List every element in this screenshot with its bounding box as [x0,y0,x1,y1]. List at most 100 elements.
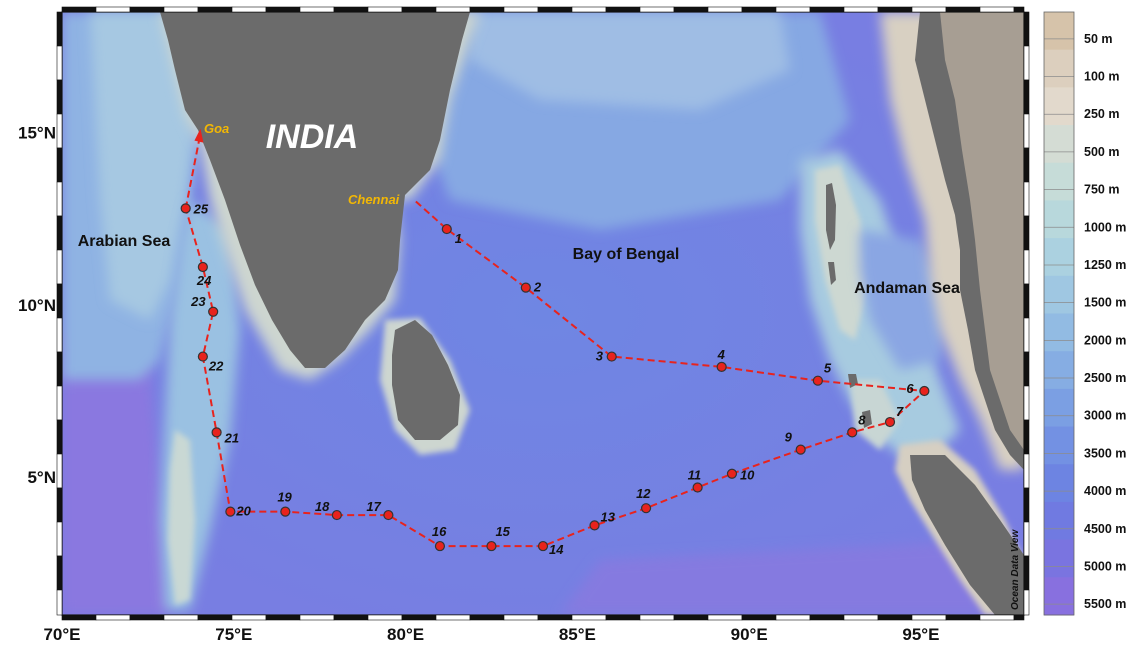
frame-tick-top [163,6,199,13]
station-marker[interactable] [919,385,930,397]
station-marker[interactable] [331,509,342,521]
lon-tick-label: 95°E [902,625,939,644]
frame-tick-top [333,6,369,13]
station-label: 5 [824,361,832,376]
frame-tick-left [56,11,63,47]
station-marker[interactable] [640,503,652,514]
station-marker[interactable] [726,468,738,479]
legend-label: 4500 m [1084,522,1126,536]
station-marker[interactable] [589,520,600,531]
station-label: 2 [533,280,542,295]
andaman-sea-basin [860,230,950,370]
frame-tick-right [1023,113,1030,149]
station-marker[interactable] [197,261,208,273]
station-marker[interactable] [280,506,291,517]
frame-tick-bottom [571,614,607,621]
frame-tick-left [56,419,63,455]
station-marker[interactable] [434,540,446,552]
frame-tick-right [1023,453,1030,489]
frame-tick-left [56,589,63,616]
station-label: 20 [235,504,251,519]
station-marker[interactable] [208,306,219,317]
frame-tick-right [1023,11,1030,47]
station-marker[interactable] [795,444,806,455]
frame-tick-bottom [231,614,267,621]
frame-tick-right [1023,79,1030,115]
port-label-chennai: Chennai [348,192,400,207]
station-marker[interactable] [847,427,858,438]
station-label: 4 [717,347,726,362]
frame-tick-left [56,215,63,251]
legend-label: 5500 m [1084,597,1126,611]
frame-tick-right [1023,521,1030,557]
legend-label: 500 m [1084,145,1119,159]
station-label: 7 [896,404,904,419]
cruise-track [184,200,927,548]
lon-tick-label: 75°E [215,625,252,644]
frame-tick-left [56,79,63,115]
frame-tick-top [435,6,471,13]
nicobar-shelf [850,380,900,450]
ocean-data-view-credit: Ocean Data View [1010,529,1021,610]
frame-tick-bottom [129,614,165,621]
frame-tick-top [775,6,811,13]
frame-tick-right [1023,351,1030,387]
frame-tick-right [1023,45,1030,81]
station-marker[interactable] [211,427,222,438]
station-marker[interactable] [884,416,896,428]
station-marker[interactable] [225,506,236,517]
frame-tick-bottom [503,614,539,621]
frame-tick-top [707,6,743,13]
station-label: 23 [190,294,206,309]
lon-tick-label: 80°E [387,625,424,644]
frame-tick-bottom [877,614,913,621]
legend-swatch [1044,313,1074,352]
frame-tick-left [56,385,63,421]
bengal-fan-north [470,12,790,110]
frame-tick-bottom [673,614,709,621]
andaman-islands [826,183,836,250]
lon-tick-label: 70°E [43,625,80,644]
station-label: 19 [277,490,292,505]
little-andaman [828,262,836,285]
station-marker[interactable] [716,361,727,373]
lon-tick-label: 90°E [731,625,768,644]
legend-swatch [1044,49,1074,88]
frame-tick-left [56,351,63,387]
frame-tick-bottom [435,614,471,621]
legend-label: 100 m [1084,70,1119,84]
frame-tick-bottom [299,614,335,621]
legend-label: 250 m [1084,107,1119,121]
frame-tick-right [1023,181,1030,217]
frame-tick-top [129,6,165,13]
frame-tick-left [56,317,63,353]
legend-swatch [1044,464,1074,503]
legend-swatch [1044,351,1074,390]
frame-tick-left [56,521,63,557]
frame-tick-bottom [1013,614,1025,621]
station-label: 21 [224,430,239,445]
station-marker[interactable] [812,375,823,386]
station-label: 16 [432,524,447,539]
station-marker[interactable] [383,509,394,521]
frame-tick-bottom [61,614,97,621]
station-marker[interactable] [180,203,191,214]
station-marker[interactable] [486,540,497,552]
station-label: 18 [315,499,330,514]
station-marker[interactable] [692,482,703,493]
station-marker[interactable] [520,282,531,293]
lon-tick-label: 85°E [559,625,596,644]
station-marker[interactable] [441,223,452,235]
station-marker[interactable] [197,351,208,362]
frame-tick-right [1023,419,1030,455]
station-marker[interactable] [606,351,617,362]
deep-basin-southwest [62,330,170,615]
legend-swatch [1044,426,1074,465]
station-label: 8 [858,412,866,427]
frame-tick-bottom [843,614,879,621]
region-label-bay-of-bengal: Bay of Bengal [573,246,680,263]
port-label-goa: Goa [204,121,229,136]
frame-tick-bottom [741,614,777,621]
station-marker[interactable] [537,540,549,552]
